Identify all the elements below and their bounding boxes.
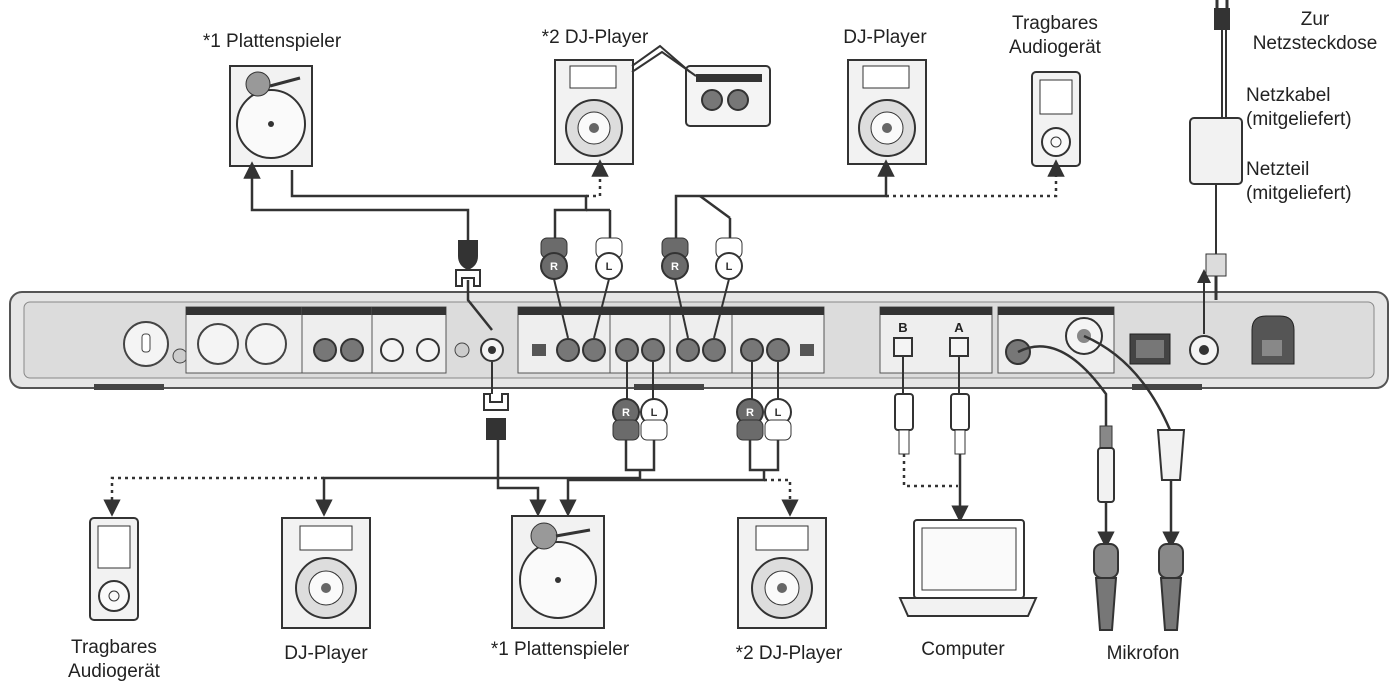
plug-l-top-2: L [726,261,733,273]
plug-l-bottom-2: L [775,407,782,419]
plug-r-bottom-1: R [622,407,630,419]
label-outlet-line2: Netzsteckdose [1252,33,1378,54]
label-adapter-line2: (mitgeliefert) [1246,183,1352,204]
usb-a-label: A [954,320,964,335]
bottom-cables [103,440,799,517]
connector-detail-inset [631,44,771,127]
label-computer: Computer [921,639,1005,660]
label-turntable-bottom: *1 Plattenspieler [490,639,630,660]
laptop-computer [898,519,1038,617]
top-plugs [455,237,743,339]
top-cables [243,159,1065,331]
plug-r-top-1: R [550,261,558,273]
power-adapter [1189,0,1243,334]
label-turntable-top: *1 Plattenspieler [202,31,342,52]
portable-audio-device-bottom [89,517,139,621]
plug-r-bottom-2: R [746,407,754,419]
label-adapter-line1: Netzteil [1246,159,1310,180]
plug-r-top-2: R [671,261,679,273]
connector-letters: R L R L R L R L B A [550,261,964,419]
plug-l-bottom-1: L [651,407,658,419]
label-power-cord-line2: (mitgeliefert) [1246,109,1352,130]
label-power-cord: Netzkabel (mitgeliefert) [1246,84,1352,132]
label-microphone: Mikrofon [1106,643,1180,664]
label-outlet-line1: Zur [1300,9,1330,30]
label-dj-player-2-top: *2 DJ-Player [541,27,649,48]
usb-cables [894,356,970,523]
label-dj-player-2-bottom: *2 DJ-Player [735,643,843,664]
label-dj-player-top: DJ-Player [843,27,927,48]
label-portable-top: Tragbares Audiogerät [990,12,1120,60]
turntable-top [229,65,313,167]
dj-player-top [847,59,927,165]
mixer-rear-panel [9,291,1389,390]
dj-player-2-top [554,59,634,165]
label-power-outlet: Zur Netzsteckdose [1240,8,1390,56]
label-power-cord-line1: Netzkabel [1246,85,1331,106]
dj-player-2-bottom [737,517,827,629]
label-portable-top-line1: Tragbares [1012,13,1098,34]
label-ac-adapter: Netzteil (mitgeliefert) [1246,158,1352,206]
label-portable-bottom-line1: Tragbares [71,637,157,658]
label-portable-bottom: Tragbares Audiogerät [50,636,178,684]
dj-player-bottom [281,517,371,629]
portable-audio-device-top [1031,71,1081,167]
bottom-plugs [483,362,792,441]
usb-b-label: B [898,320,907,335]
microphones [1093,543,1184,631]
turntable-bottom [511,515,605,629]
plug-l-top-1: L [606,261,613,273]
label-portable-bottom-line2: Audiogerät [68,661,160,682]
mic-cables [1017,334,1186,549]
label-portable-top-line2: Audiogerät [1009,37,1101,58]
label-dj-player-bottom: DJ-Player [284,643,368,664]
